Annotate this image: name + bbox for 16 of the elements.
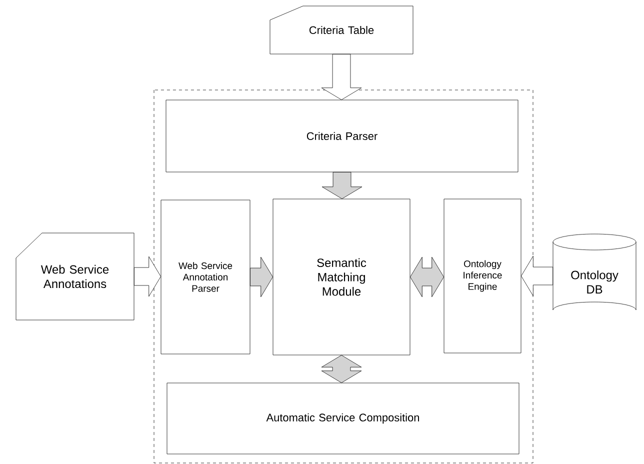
block-arrow — [250, 256, 273, 298]
module-box: Ontology Inference Engine — [444, 198, 522, 354]
system-boundary — [154, 90, 534, 464]
module-box: Automatic Service Composition — [166, 382, 520, 454]
block-arrow — [521, 256, 553, 296]
module-box: Criteria Parser — [166, 100, 518, 172]
module-box: Semantic Matching Module — [272, 198, 410, 356]
module-box: Web Service Annotation Parser — [160, 200, 250, 354]
block-arrow — [134, 256, 161, 297]
block-arrow — [410, 256, 444, 298]
document-card: Web Service Annotations — [16, 232, 134, 320]
block-arrow — [321, 355, 362, 383]
database-cylinder: Ontology DB — [552, 234, 636, 310]
block-arrow — [322, 172, 362, 199]
document-card: Criteria Table — [270, 6, 414, 54]
block-arrow — [321, 54, 362, 100]
